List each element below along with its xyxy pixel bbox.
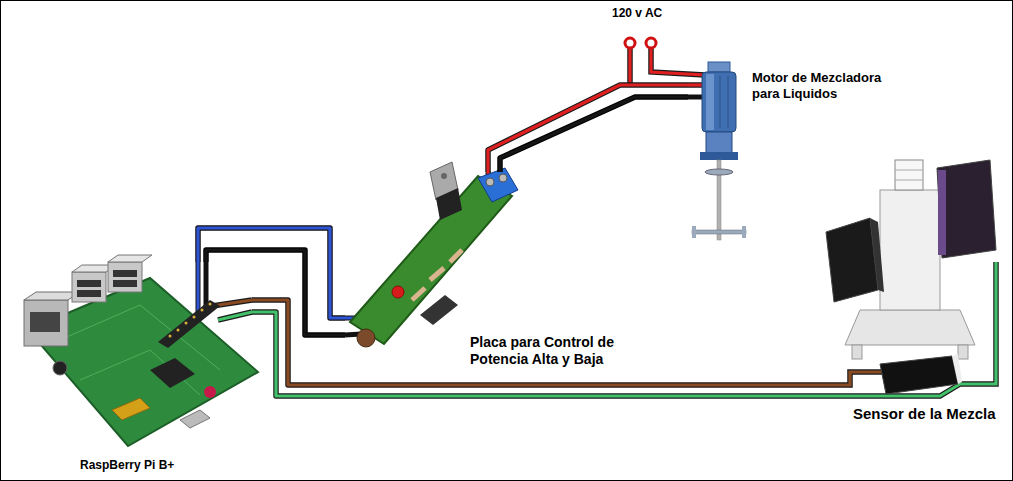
component: Sensor de la Mezcla	[835, 150, 1005, 398]
raspberry-pi-illustration	[24, 255, 258, 446]
component: Motor de Mezcladora para Liquidos	[688, 62, 748, 267]
wire-outline	[500, 97, 688, 172]
voltage-label: 120 v AC	[612, 6, 662, 20]
component-caption: RaspBerry Pi B+	[80, 458, 174, 472]
wire	[488, 85, 688, 172]
wire-outline	[488, 85, 688, 172]
component: Placa para Control de Potencia Alta y Ba…	[345, 172, 517, 354]
wire-outline	[252, 312, 835, 396]
wire-core	[500, 97, 688, 172]
wire-core	[488, 85, 688, 172]
wire	[252, 312, 835, 396]
component: RaspBerry Pi B+	[22, 262, 252, 478]
wire	[198, 228, 345, 318]
wire-outline	[252, 300, 835, 385]
wire-core	[198, 228, 345, 318]
component-caption: Motor de Mezcladora para Liquidos	[752, 70, 892, 101]
mixer-motor-illustration	[688, 62, 746, 240]
mains-terminals	[625, 38, 705, 85]
component-caption: Sensor de la Mezcla	[853, 405, 996, 423]
wire-outline	[198, 228, 345, 318]
component-caption: Placa para Control de Potencia Alta y Ba…	[470, 334, 660, 368]
wire	[252, 300, 835, 385]
wire-core	[252, 312, 835, 396]
wire-core	[252, 300, 835, 385]
mix-sensor-illustration	[826, 160, 996, 396]
control-board-illustration	[345, 162, 518, 347]
wire	[500, 97, 688, 172]
